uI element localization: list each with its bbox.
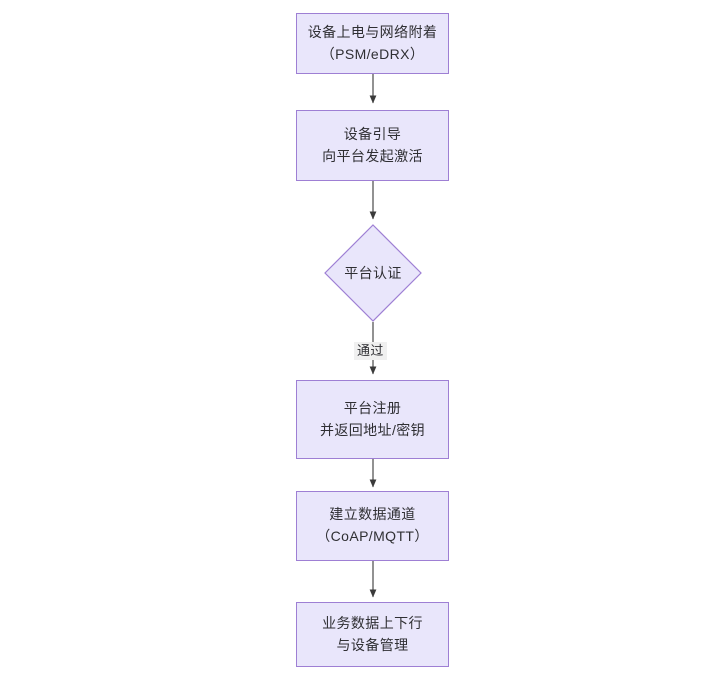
node-platform-register-line1: 平台注册 — [343, 399, 402, 416]
node-establish-data-channel[interactable]: 建立数据通道 （CoAP/MQTT） — [296, 491, 449, 561]
node-device-power-on[interactable]: 设备上电与网络附着 （PSM/eDRX） — [296, 13, 449, 74]
node-platform-auth-label: 平台认证 — [344, 265, 402, 281]
node-establish-data-channel-line1: 建立数据通道 — [329, 506, 416, 523]
node-business-data-and-device-mgmt-line1: 业务数据上下行 — [322, 614, 423, 631]
node-platform-auth-decision[interactable]: 平台认证 — [324, 224, 422, 322]
diamond-shape — [324, 224, 422, 322]
node-platform-register-line2: 并返回地址/密钥 — [319, 421, 426, 438]
node-business-data-and-device-mgmt[interactable]: 业务数据上下行 与设备管理 — [296, 602, 449, 667]
edge-label-pass: 通过 — [354, 342, 387, 360]
node-device-bootstrap-line2: 向平台发起激活 — [322, 147, 423, 164]
node-device-bootstrap-line1: 设备引导 — [343, 125, 402, 142]
node-platform-register[interactable]: 平台注册 并返回地址/密钥 — [296, 380, 449, 459]
node-device-power-on-line2: （PSM/eDRX） — [320, 45, 425, 62]
node-establish-data-channel-line2: （CoAP/MQTT） — [316, 528, 429, 544]
node-device-power-on-line1: 设备上电与网络附着 — [307, 23, 438, 40]
node-device-bootstrap[interactable]: 设备引导 向平台发起激活 — [296, 110, 449, 181]
node-business-data-and-device-mgmt-line2: 与设备管理 — [336, 636, 409, 653]
